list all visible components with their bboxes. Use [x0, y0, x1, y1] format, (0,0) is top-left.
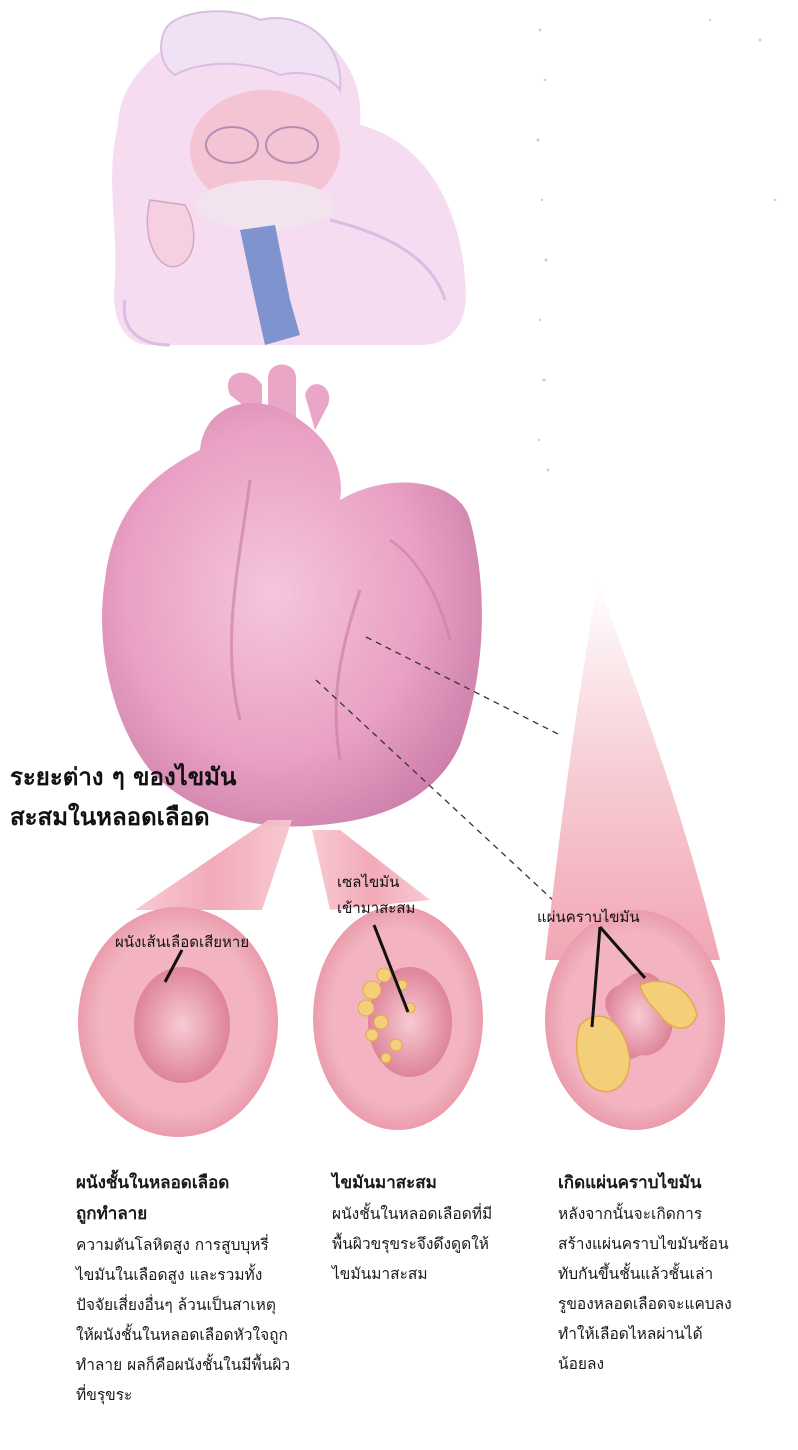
caption-3-line-5: ทำให้เลือดไหลผ่านได้: [558, 1319, 778, 1349]
caption-1-line-2: ไขมันในเลือดสูง และรวมทั้ง: [76, 1260, 311, 1290]
caption-2-line-2: พื้นผิวขรุขระจึงดึงดูดให้: [332, 1229, 542, 1259]
caption-stage-1: ผนังชั้นในหลอดเลือด ถูกทำลาย ความดันโลหิ…: [76, 1168, 311, 1410]
doctor-figure: [112, 11, 466, 345]
caption-3-line-3: ทับกันขึ้นชั้นแล้วชั้นเล่า: [558, 1259, 778, 1289]
caption-3-line-4: รูของหลอดเลือดจะแคบลง: [558, 1289, 778, 1319]
caption-2-line-3: ไขมันมาสะสม: [332, 1259, 542, 1289]
caption-2-heading: ไขมันมาสะสม: [332, 1168, 542, 1199]
speckle-column: [537, 19, 777, 472]
diagram-title: ระยะต่าง ๆ ของไขมัน สะสมในหลอดเลือด: [10, 757, 236, 837]
caption-1-line-4: ให้ผนังชั้นในหลอดเลือดหัวใจถูก: [76, 1320, 311, 1350]
caption-1-line-3: ปัจจัยเสี่ยงอื่นๆ ล้วนเป็นสาเหตุ: [76, 1290, 311, 1320]
label-damaged-wall: ผนังเส้นเลือดเสียหาย: [115, 930, 249, 954]
caption-1-heading-1: ผนังชั้นในหลอดเลือด: [76, 1168, 311, 1199]
label-fat-cells-line-1: เซลไขมัน: [337, 869, 415, 895]
caption-3-line-2: สร้างแผ่นคราบไขมันซ้อน: [558, 1229, 778, 1259]
caption-stage-3: เกิดแผ่นคราบไขมัน หลังจากนั้นจะเกิดการ ส…: [558, 1168, 778, 1379]
title-line-2: สะสมในหลอดเลือด: [10, 797, 236, 837]
caption-1-line-1: ความดันโลหิตสูง การสูบบุหรี่: [76, 1230, 311, 1260]
vessel-damaged: [78, 820, 292, 1137]
caption-3-heading: เกิดแผ่นคราบไขมัน: [558, 1168, 778, 1199]
label-plaque: แผ่นคราบไขมัน: [537, 905, 640, 929]
caption-3-line-6: น้อยลง: [558, 1349, 778, 1379]
caption-1-line-6: ที่ขรุขระ: [76, 1380, 311, 1410]
vessel-plaque: [545, 580, 725, 1130]
label-fat-cells-line-2: เข้ามาสะสม: [337, 895, 415, 921]
caption-1-line-5: ทำลาย ผลก็คือผนังชั้นในมีพื้นผิว: [76, 1350, 311, 1380]
caption-2-line-1: ผนังชั้นในหลอดเลือดที่มี: [332, 1199, 542, 1229]
caption-stage-2: ไขมันมาสะสม ผนังชั้นในหลอดเลือดที่มี พื้…: [332, 1168, 542, 1289]
caption-3-line-1: หลังจากนั้นจะเกิดการ: [558, 1199, 778, 1229]
label-fat-cells: เซลไขมัน เข้ามาสะสม: [337, 869, 415, 921]
caption-1-heading-2: ถูกทำลาย: [76, 1199, 311, 1230]
title-line-1: ระยะต่าง ๆ ของไขมัน: [10, 757, 236, 797]
